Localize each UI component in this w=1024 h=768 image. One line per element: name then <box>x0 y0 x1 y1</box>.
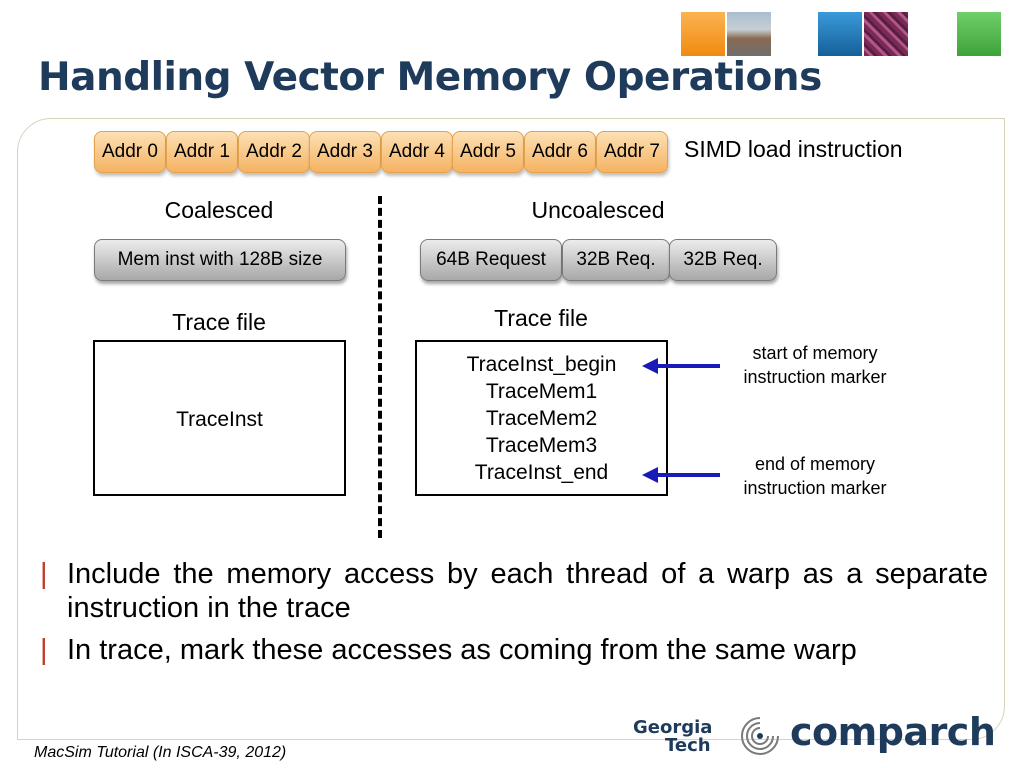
bullet-text: Include the memory access by each thread… <box>67 558 988 624</box>
bullet-item: | Include the memory access by each thre… <box>40 557 988 625</box>
trace-line: TraceInst <box>176 408 263 431</box>
trace-line: TraceMem2 <box>485 407 598 430</box>
trace-line: TraceMem3 <box>485 434 598 457</box>
swirl-logo-icon <box>741 717 779 755</box>
simd-label: SIMD load instruction <box>684 136 903 162</box>
trace-line: TraceMem1 <box>485 380 598 403</box>
coalesced-trace-box: TraceInst <box>93 340 346 496</box>
uncoalesced-trace-heading: Trace file <box>494 305 588 331</box>
coalesced-heading: Coalesced <box>164 197 274 223</box>
georgia-tech-logo: Georgia Tech <box>633 715 723 757</box>
bullet-mark: | <box>40 634 48 666</box>
gt-logo-line: Georgia <box>633 717 713 738</box>
content-frame <box>17 118 1005 740</box>
request-32b-box: 32B Req. <box>562 239 670 281</box>
end-marker-label: end of memory instruction marker <box>710 452 920 500</box>
gt-logo-line: Tech <box>665 735 711 756</box>
mem-inst-128b-box: Mem inst with 128B size <box>94 239 346 281</box>
request-64b-box: 64B Request <box>420 239 562 281</box>
trace-line: TraceInst_begin <box>466 353 617 376</box>
address-pill: Addr 7 <box>596 131 668 173</box>
slide-title: Handling Vector Memory Operations <box>38 55 822 100</box>
bullet-mark: | <box>40 558 48 590</box>
arrows <box>642 358 720 483</box>
marker-line: instruction marker <box>743 367 887 387</box>
uncoalesced-trace-box: TraceInst_begin TraceMem1 TraceMem2 Trac… <box>415 340 668 496</box>
start-marker-label: start of memory instruction marker <box>710 341 920 389</box>
address-pill: Addr 0 <box>94 131 166 173</box>
dashed-divider <box>378 196 382 538</box>
address-pill: Addr 6 <box>524 131 596 173</box>
start-marker-arrow-icon <box>642 358 720 374</box>
uncoalesced-heading: Uncoalesced <box>531 197 665 223</box>
chip-photo-thumbnail <box>864 12 908 56</box>
trace-line: TraceInst_end <box>474 461 609 484</box>
address-pill: Addr 3 <box>309 131 381 173</box>
marker-line: end of memory <box>754 454 876 474</box>
address-pill: Addr 5 <box>452 131 524 173</box>
bullet-text: In trace, mark these accesses as coming … <box>67 634 857 666</box>
street-photo-thumbnail <box>727 12 771 56</box>
comparch-logo: comparch <box>790 710 996 754</box>
address-pill: Addr 4 <box>381 131 453 173</box>
blue-square <box>818 12 862 56</box>
coalesced-trace-heading: Trace file <box>172 309 266 335</box>
request-32b-box: 32B Req. <box>669 239 777 281</box>
marker-line: instruction marker <box>743 478 887 498</box>
end-marker-arrow-icon <box>642 467 720 483</box>
address-pill: Addr 1 <box>166 131 238 173</box>
green-square <box>957 12 1001 56</box>
marker-line: start of memory <box>752 343 878 363</box>
footer-citation: MacSim Tutorial (In ISCA-39, 2012) <box>34 744 287 761</box>
address-pill: Addr 2 <box>238 131 310 173</box>
bullet-item: | In trace, mark these accesses as comin… <box>40 633 988 667</box>
orange-square <box>681 12 725 56</box>
